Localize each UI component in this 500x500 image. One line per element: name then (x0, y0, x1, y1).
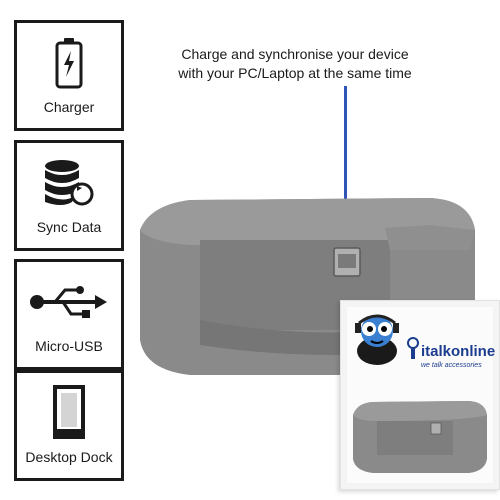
usb-icon (29, 272, 109, 332)
feature-charger: Charger (14, 20, 124, 131)
battery-charging-icon (54, 33, 84, 93)
brand-name: italkonline (421, 343, 496, 360)
feature-label: Sync Data (36, 219, 102, 235)
brand-tagline: we talk accessories (421, 362, 482, 369)
product-packaging: italkonline we talk accessories (340, 300, 500, 490)
callout-line-2: with your PC/Laptop at the same time (178, 65, 412, 81)
feature-label: Micro-USB (35, 338, 103, 354)
brand-i-icon (407, 337, 419, 359)
database-sync-icon (42, 153, 96, 213)
mascot-icon (355, 314, 399, 365)
callout-text: Charge and synchronise your device with … (160, 45, 430, 83)
feature-micro-usb: Micro-USB (14, 259, 124, 370)
callout-line-1: Charge and synchronise your device (181, 46, 409, 62)
feature-label: Desktop Dock (25, 449, 113, 465)
feature-label: Charger (43, 99, 95, 115)
feature-sync-data: Sync Data (14, 140, 124, 251)
packaging-dock-image (353, 401, 487, 473)
phone-dock-icon (53, 383, 85, 443)
feature-desktop-dock: Desktop Dock (14, 370, 124, 481)
callout-pointer-line (344, 86, 347, 252)
